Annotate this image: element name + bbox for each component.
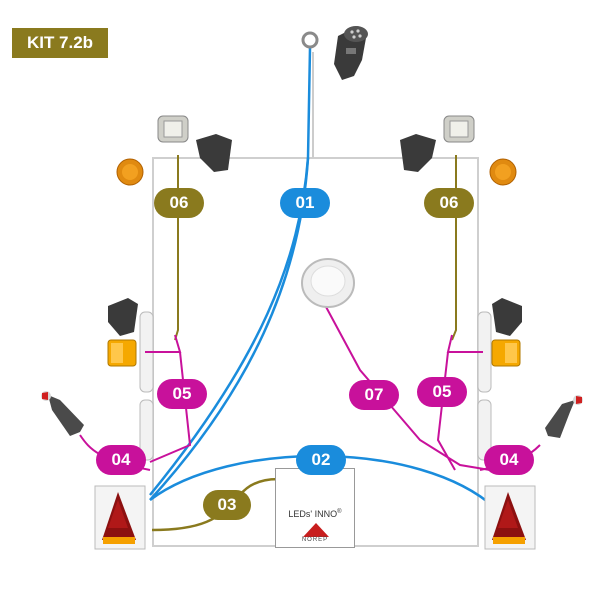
- cable-label-04-left: 04: [96, 445, 146, 475]
- orange-reflector-right-icon: [489, 158, 517, 186]
- mounting-bracket-top-left-icon: [196, 134, 232, 172]
- right-side-rail: [477, 311, 492, 461]
- cable-07: [324, 304, 491, 471]
- mounting-bracket-mid-left-icon: [108, 298, 138, 336]
- cable-label-06-left: 06: [154, 188, 204, 218]
- cable-label-05-right: 05: [417, 377, 467, 407]
- logo-name: LEDs' INNO: [288, 509, 338, 519]
- trailer-plug-icon: [334, 26, 368, 80]
- cable-label-02: 02: [296, 445, 346, 475]
- logo-triangle-icon: [303, 523, 329, 537]
- cable-label-06-right: 06: [424, 188, 474, 218]
- cable-label-03: 03: [203, 490, 251, 520]
- tail-lamp-left-icon: [94, 485, 146, 550]
- cable-label-04-right: 04: [484, 445, 534, 475]
- logo-sub: NOREP: [301, 537, 329, 543]
- cable-label-01: 01: [280, 188, 330, 218]
- mounting-bracket-mid-right-icon: [492, 298, 522, 336]
- mounting-bracket-top-right-icon: [400, 134, 436, 172]
- cable-06-right: [451, 155, 457, 341]
- kit-title-badge: KIT 7.2b: [12, 28, 108, 58]
- ledsinno-logo: LEDs' INNO® NOREP: [275, 468, 355, 548]
- plate-light-right-icon: [443, 115, 475, 143]
- side-marker-right-icon: [491, 339, 521, 367]
- stalk-marker-left-icon: [41, 391, 84, 436]
- cable-label-07: 07: [349, 380, 399, 410]
- dome-light-icon: [301, 258, 355, 308]
- tail-lamp-right-icon: [484, 485, 536, 550]
- cable-label-05-left: 05: [157, 379, 207, 409]
- orange-reflector-left-icon: [116, 158, 144, 186]
- cable-06-left: [174, 155, 179, 341]
- ring-terminal-icon: [301, 31, 319, 49]
- stalk-marker-right-icon: [545, 395, 583, 438]
- side-marker-left-icon: [107, 339, 137, 367]
- plate-light-left-icon: [157, 115, 189, 143]
- logo-registered-mark: ®: [337, 509, 342, 515]
- left-side-rail: [139, 311, 154, 461]
